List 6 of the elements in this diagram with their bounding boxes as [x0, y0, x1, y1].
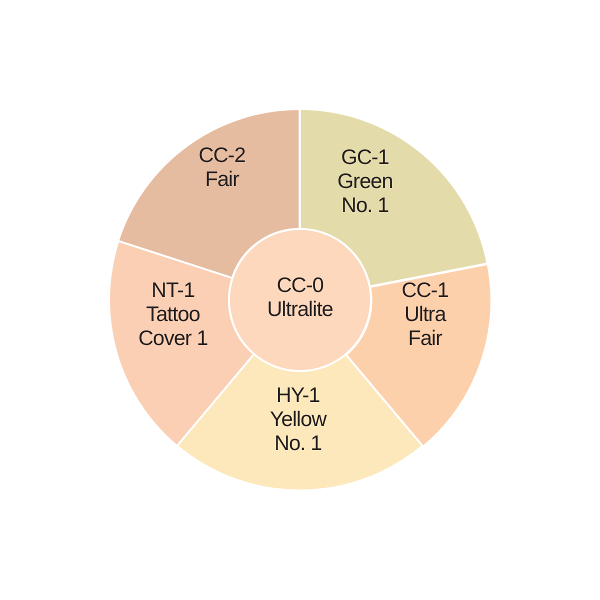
shade-label: NT-1 Tattoo Cover 1 [137, 278, 209, 351]
shade-label: CC-2 Fair [198, 144, 246, 192]
shade-label: CC-0 Ultralite [266, 274, 334, 322]
shade-label: HY-1 Yellow No. 1 [268, 384, 328, 456]
shade-label: CC-1 Ultra Fair [400, 278, 450, 351]
shade-label: GC-1 Green No. 1 [336, 146, 394, 218]
